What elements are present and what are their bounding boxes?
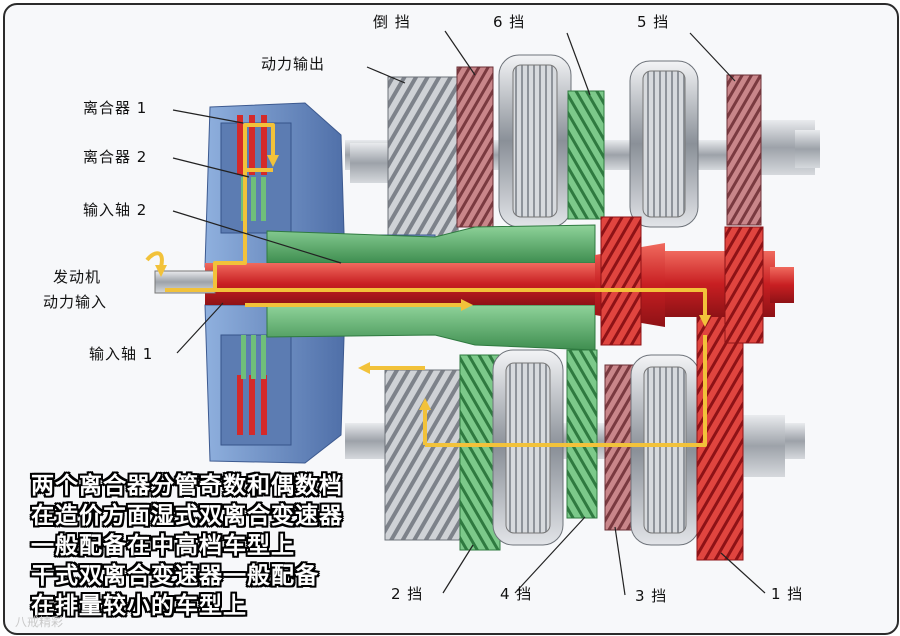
label-clutch1: 离合器 1	[83, 99, 148, 117]
gear4-part	[566, 349, 598, 519]
power-flow-arrows	[145, 123, 707, 447]
synchro-2-4	[492, 349, 564, 546]
label-power-output: 动力输出	[261, 55, 326, 73]
label-gear6: 6 挡	[493, 13, 526, 31]
leader-lines	[172, 30, 766, 596]
diagram-frame: 倒 挡 6 挡 5 挡 动力输出 离合器 1 离合器 2 输入轴 2 发动机 动…	[3, 3, 899, 635]
caption-line-3: 一般配备在中高档车型上	[31, 533, 295, 559]
gear5-part	[726, 74, 762, 226]
label-clutch2: 离合器 2	[83, 148, 148, 166]
label-gear3: 3 挡	[635, 587, 668, 605]
synchro-1-3	[630, 354, 700, 546]
gear6-part	[567, 90, 605, 220]
label-reverse-gear: 倒 挡	[373, 13, 411, 31]
caption-line-2: 在造价方面湿式双离合变速器	[31, 503, 343, 529]
power-output-gear	[387, 76, 459, 243]
label-input-shaft2: 输入轴 2	[83, 201, 148, 219]
label-input-shaft1: 输入轴 1	[89, 345, 154, 363]
clutch1-plates	[237, 115, 267, 435]
watermark: 八戒精彩	[15, 615, 64, 629]
caption-line-4: 干式双离合变速器一般配备	[31, 563, 319, 589]
input-shaft-2	[266, 224, 596, 351]
input-shaft-1	[205, 216, 794, 346]
label-gear5: 5 挡	[637, 13, 670, 31]
label-engine-input-1: 发动机	[53, 268, 102, 286]
gear3-part	[604, 364, 636, 531]
label-gear2: 2 挡	[391, 585, 424, 603]
flow-arrowheads	[155, 155, 711, 410]
label-engine-input-2: 动力输入	[43, 293, 108, 311]
caption-line-5: 在排量较小的车型上	[31, 593, 247, 619]
synchro-5	[629, 60, 699, 228]
caption-line-1: 两个离合器分管奇数和偶数档	[31, 473, 343, 499]
caption-overlay: 两个离合器分管奇数和偶数档 在造价方面湿式双离合变速器 一般配备在中高档车型上 …	[31, 471, 411, 621]
label-gear4: 4 挡	[500, 585, 533, 603]
reverse-gear	[456, 66, 494, 228]
label-gear1: 1 挡	[771, 585, 804, 603]
synchro-6-reverse	[498, 54, 572, 228]
dct-cutaway-diagram	[145, 30, 820, 596]
